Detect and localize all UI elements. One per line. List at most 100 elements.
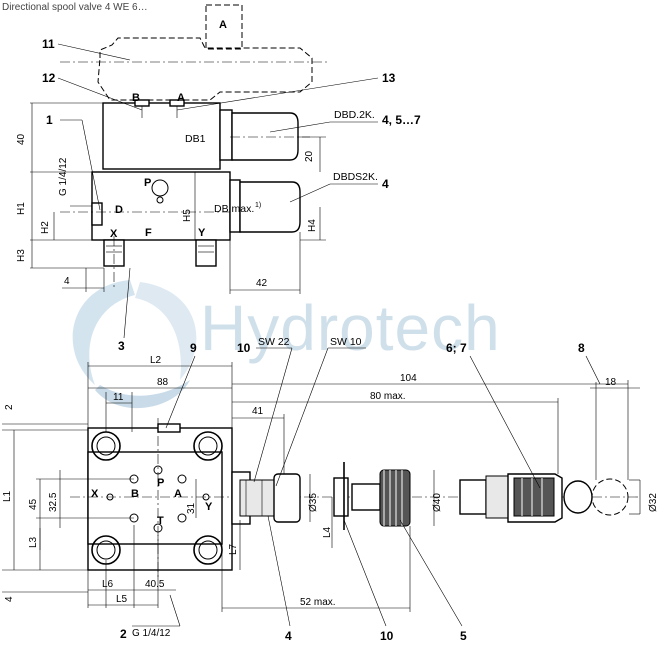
leader-4-top (289, 183, 331, 203)
leader-2 (169, 594, 181, 627)
dim-40: 40 (16, 133, 27, 145)
dbd-type-label: DBD.2K. (334, 109, 375, 121)
dim-31: 31 (186, 502, 197, 514)
callout-4-5-7: 4, 5…7 (382, 113, 421, 127)
callout-4-bottom: 4 (285, 629, 292, 643)
knurl-lines (383, 470, 403, 526)
leader-1 (81, 119, 101, 211)
dim-52: 52 max. (300, 597, 336, 608)
plan-key-sweep (591, 478, 629, 516)
port-label-B-small: B (132, 92, 140, 104)
plan-lock-body (459, 479, 487, 515)
callout-5: 5 (460, 629, 467, 643)
dbmax-superscript: 1) (255, 202, 261, 209)
dim-H2: H2 (40, 221, 51, 234)
dim-phi35: Ø35 (308, 493, 319, 512)
dim-40-5: 40.5 (145, 579, 165, 590)
leader-8 (585, 355, 601, 385)
plan-key-head (563, 480, 593, 514)
dim-L3: L3 (28, 536, 39, 548)
dim-L4: L4 (322, 526, 333, 538)
plan-port-T: T (157, 515, 164, 527)
db1-label: DB1 (185, 133, 206, 145)
plan-spindle (351, 483, 381, 511)
dim-41: 41 (252, 406, 264, 417)
watermark-text: Hydrotech (200, 292, 501, 364)
dim-32-5: 32.5 (48, 492, 59, 512)
plan-port-B: B (131, 488, 139, 500)
dim-4a: 4 (64, 276, 70, 287)
callout-12: 12 (42, 71, 56, 85)
leader-sw22 (253, 347, 293, 483)
dim-104: 104 (400, 373, 417, 384)
leader-9 (165, 355, 196, 429)
leader-5 (399, 519, 463, 627)
plan-top-boss (157, 423, 181, 433)
port-label-F-side: F (145, 227, 152, 239)
subplate-body (91, 171, 231, 241)
port-label-A-small: A (177, 92, 185, 104)
callout-2: 2 (120, 627, 127, 641)
plan-port-X: X (91, 488, 99, 500)
dbmax-label: DB max. (214, 203, 254, 215)
port-P-hole (156, 196, 164, 204)
dim-2: 2 (4, 404, 15, 410)
callout-11: 11 (42, 37, 55, 51)
sw22-label: SW 22 (258, 336, 290, 348)
dim-L2: L2 (150, 355, 162, 366)
callout-8: 8 (578, 341, 585, 355)
plan-lock-nut (333, 477, 349, 517)
dim-H1: H1 (16, 202, 27, 215)
plan-view: X B P A T Y (2, 267, 659, 643)
leader-12 (57, 77, 143, 111)
dbds-type-label: DBDS2K. (333, 171, 378, 183)
dim-18: 18 (605, 377, 617, 388)
connector-outline-dashed (205, 4, 243, 50)
plan-hex-nut (239, 479, 275, 517)
dim-45: 45 (28, 498, 39, 510)
port-label-A-top: A (219, 19, 227, 31)
leader-11 (57, 43, 131, 61)
plan-valve-cap (273, 473, 301, 523)
leader-10-bottom (343, 519, 387, 627)
hydrotech-watermark: Hydrotech (72, 280, 501, 409)
port-label-D-side: D (115, 204, 123, 216)
dim-phi40: Ø40 (432, 493, 443, 512)
sw10-label: SW 10 (330, 336, 362, 348)
dim-L6: L6 (102, 579, 114, 590)
callout-3: 3 (118, 339, 125, 353)
callout-6-7: 6; 7 (446, 341, 467, 355)
leader-13 (176, 77, 379, 111)
callout-1: 1 (46, 113, 53, 127)
callout-10-bottom: 10 (380, 629, 394, 643)
upper-valve-body (102, 102, 221, 170)
dim-4b: 4 (4, 596, 15, 602)
port-label-X-side: X (110, 228, 118, 240)
plan-port-A: A (174, 488, 182, 500)
dim-88: 88 (157, 377, 169, 388)
callout-10-top: 10 (237, 341, 251, 355)
callout-9: 9 (190, 341, 197, 355)
dbds-knob (239, 181, 301, 233)
valve-outline-dashed (97, 37, 313, 101)
plan-port-Y: Y (205, 501, 213, 513)
callout-13: 13 (382, 71, 396, 85)
swirl-logo-icon (72, 280, 197, 409)
dim-H3: H3 (16, 249, 27, 262)
leader-4-bottom (267, 515, 291, 627)
dim-80: 80 max. (370, 391, 406, 402)
port-label-Y-side: Y (198, 227, 206, 239)
plan-key-ribs (513, 477, 555, 517)
drawing-title: Directional spool valve 4 WE 6… (2, 2, 148, 13)
dim-11: 11 (113, 392, 124, 403)
port-label-P-side: P (144, 177, 151, 189)
leader-6-7 (469, 355, 541, 489)
thread-label-bottom: G 1/4/12 (132, 628, 171, 639)
dim-H5: H5 (182, 209, 193, 222)
leader-3 (123, 267, 131, 339)
callout-4-top: 4 (382, 177, 389, 191)
plan-scale-ring (485, 475, 509, 519)
thread-label-top: G 1/4/12 (58, 157, 69, 196)
side-port-boss (91, 202, 103, 226)
